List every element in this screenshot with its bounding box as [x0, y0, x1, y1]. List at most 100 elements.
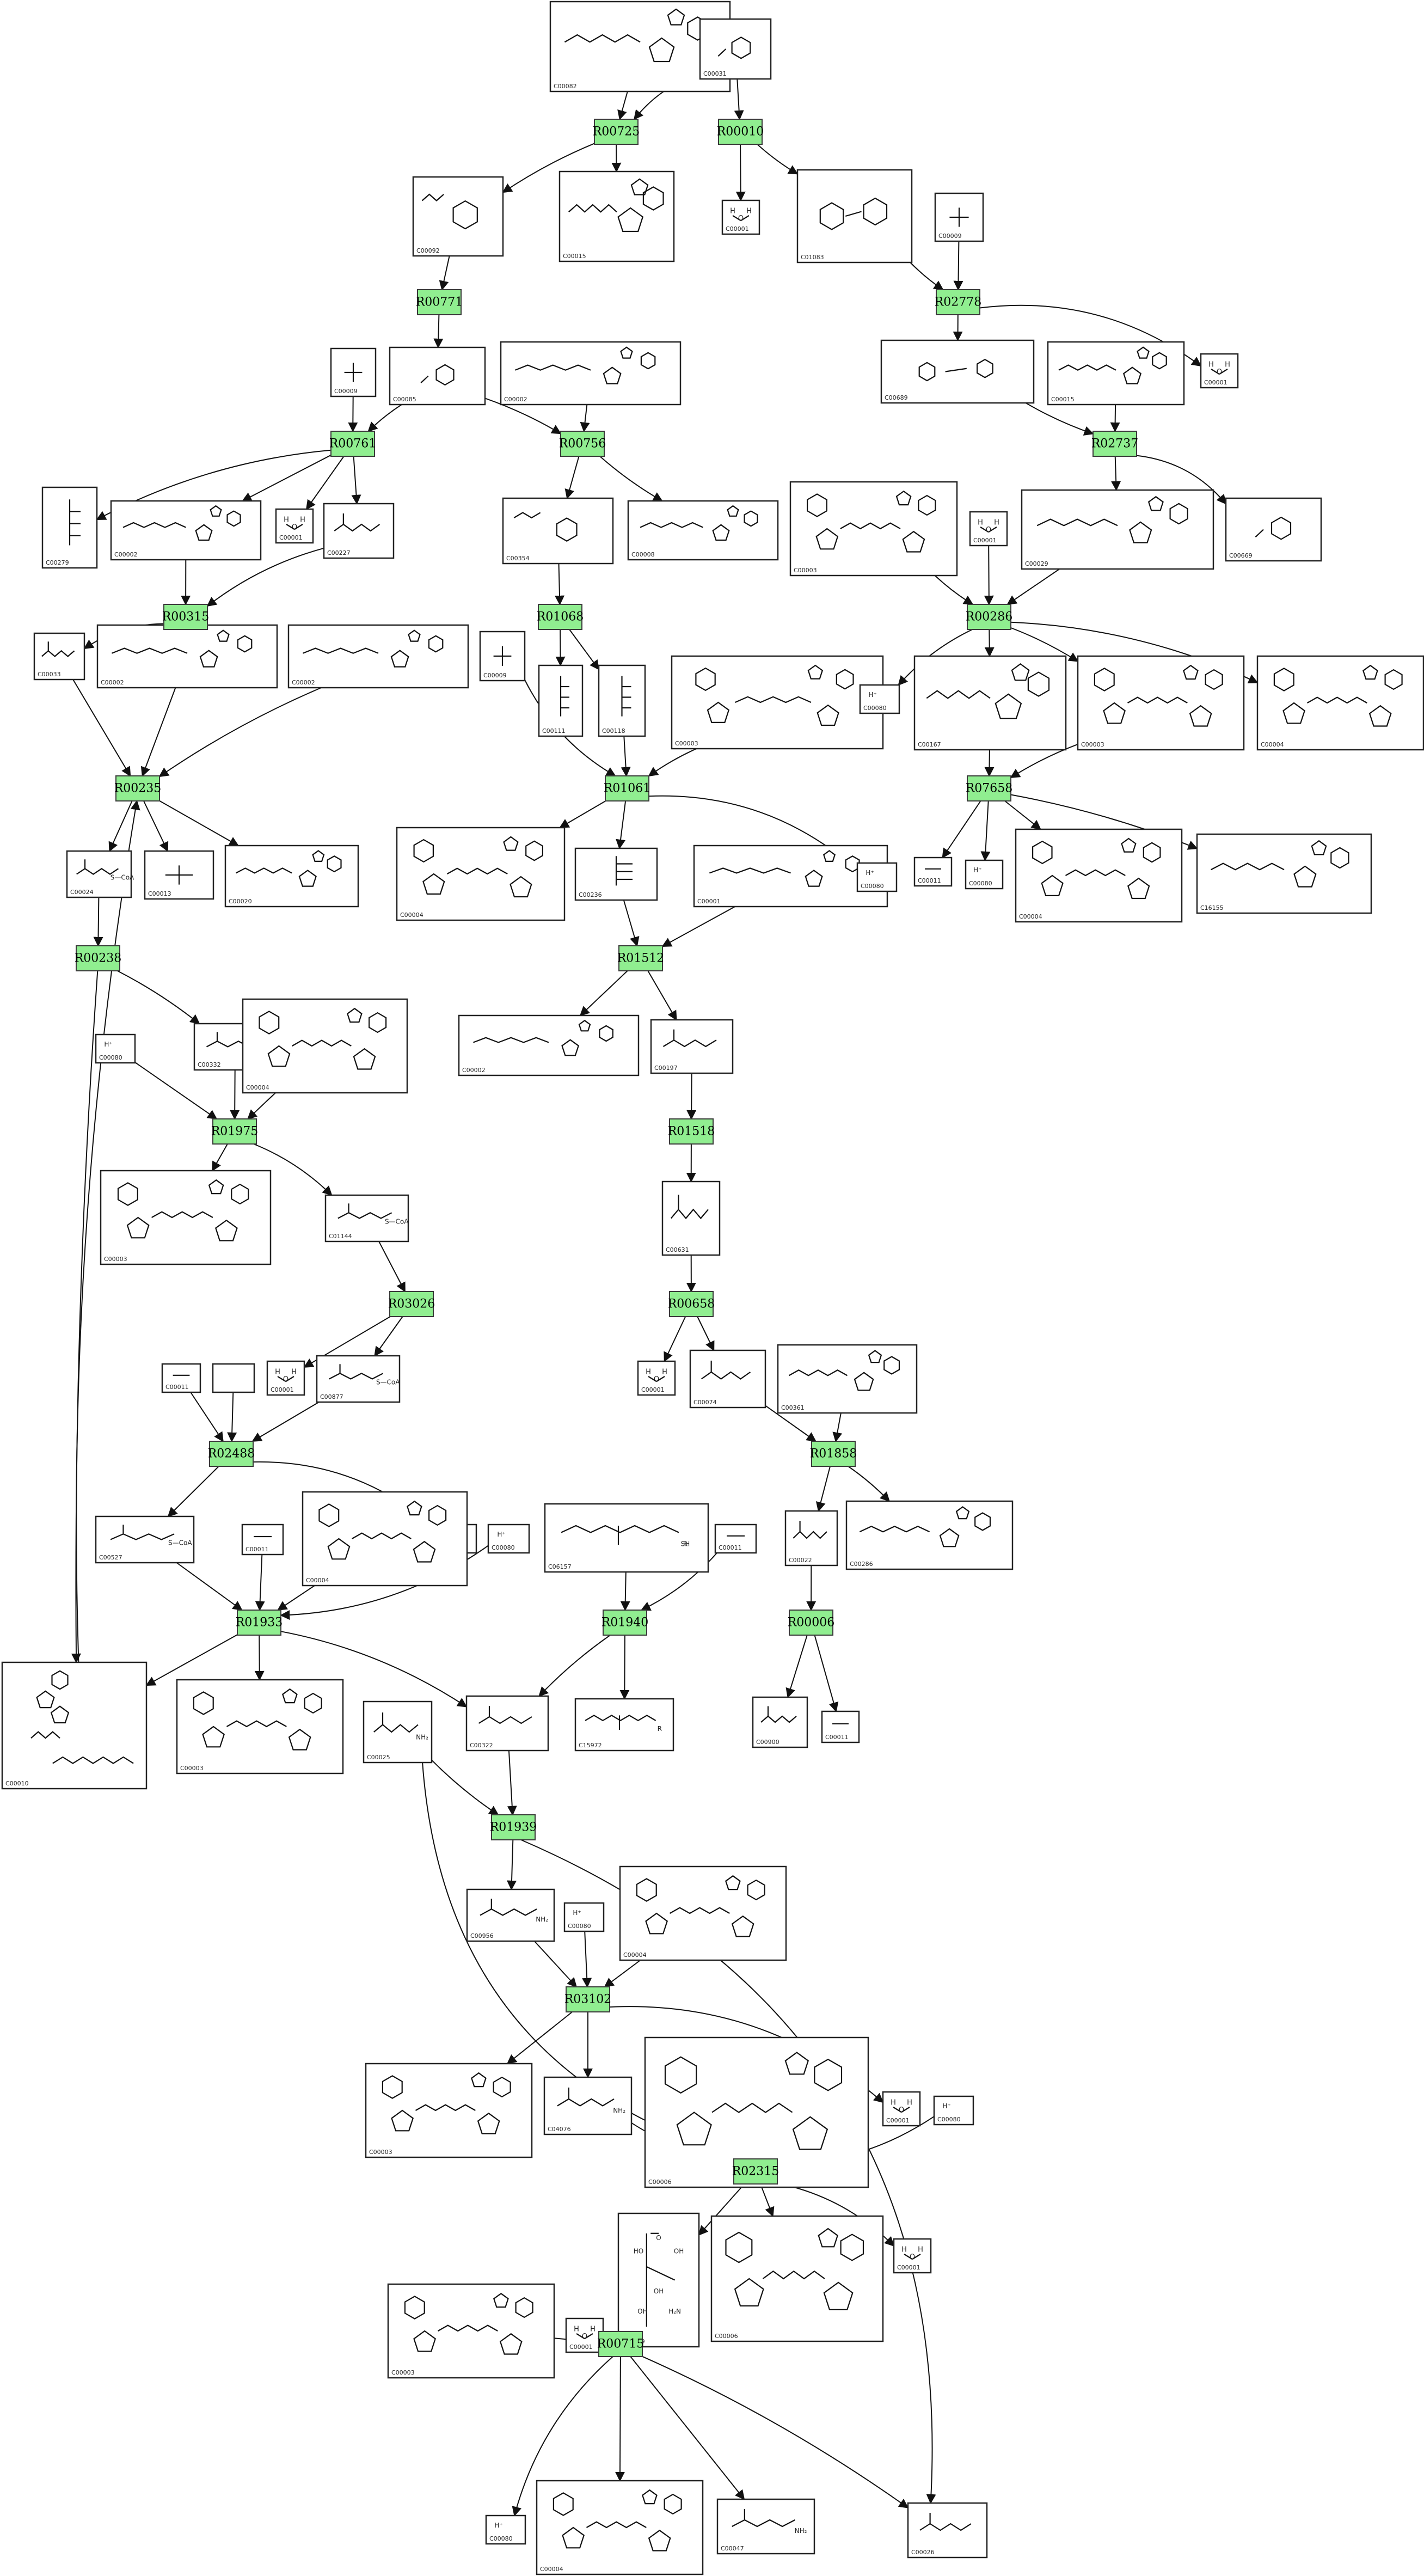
reaction-node-r00715[interactable]: R00715 — [597, 2331, 645, 2357]
compound-node[interactable]: C00003 — [365, 2063, 533, 2158]
compound-node[interactable]: H⁺C00080 — [95, 1033, 136, 1064]
compound-node[interactable]: C00011 — [913, 856, 953, 887]
compound-node[interactable]: C00111 — [538, 664, 584, 737]
compound-node[interactable]: C00900 — [752, 1696, 808, 1748]
compound-node[interactable]: C00013 — [144, 850, 214, 900]
compound-node[interactable]: C01083 — [796, 169, 913, 264]
compound-node[interactable]: C00279 — [41, 486, 98, 569]
reaction-node-r03102[interactable]: R03102 — [564, 1986, 612, 2012]
reaction-node-r02315[interactable]: R02315 — [732, 2158, 779, 2185]
reaction-node-r00756[interactable]: R00756 — [559, 431, 606, 457]
compound-node[interactable]: C00002 — [287, 624, 469, 689]
compound-node[interactable]: C00003 — [1077, 655, 1245, 751]
reaction-node-r03026[interactable]: R03026 — [388, 1291, 435, 1317]
compound-node[interactable]: C00167 — [913, 655, 1067, 751]
compound-node[interactable]: H⁺C00080 — [487, 1523, 530, 1554]
reaction-node-r01061[interactable]: R01061 — [604, 775, 651, 801]
reaction-node-r01975[interactable]: R01975 — [211, 1118, 259, 1145]
compound-node[interactable]: H⁺C00080 — [485, 2514, 526, 2545]
reaction-node-r01939[interactable]: R01939 — [490, 1814, 537, 1840]
compound-node[interactable]: C00085 — [389, 346, 486, 406]
compound-node[interactable]: H⁺C00080 — [933, 2095, 974, 2126]
compound-node[interactable]: C00361 — [777, 1344, 918, 1414]
compound-node[interactable]: H⁺C00080 — [856, 862, 898, 892]
reaction-node-r00238[interactable]: R00238 — [75, 945, 122, 971]
compound-node[interactable]: C00015 — [558, 170, 675, 262]
compound-node[interactable]: C00197 — [650, 1019, 734, 1074]
reaction-node-r01518[interactable]: R01518 — [668, 1118, 715, 1145]
reaction-node-r01512[interactable]: R01512 — [617, 945, 665, 971]
compound-node[interactable]: C00011 — [161, 1363, 201, 1393]
reaction-node-r01940[interactable]: R01940 — [601, 1610, 649, 1636]
reaction-node-r02778[interactable]: R02778 — [935, 289, 982, 315]
compound-node[interactable]: C00015 — [1047, 341, 1185, 406]
compound-node[interactable]: C00006 — [710, 2215, 884, 2342]
reaction-node-r00761[interactable]: R00761 — [329, 431, 377, 457]
compound-node[interactable]: C00009 — [934, 192, 984, 242]
reaction-node-r00771[interactable]: R00771 — [416, 289, 463, 315]
compound-node[interactable]: C00322 — [465, 1695, 549, 1752]
compound-node[interactable]: C00004 — [619, 1865, 787, 1961]
compound-node[interactable]: C00354 — [502, 497, 614, 565]
reaction-node-r00010[interactable]: R00010 — [717, 119, 764, 145]
compound-node[interactable]: C00011 — [821, 1710, 860, 1743]
compound-node[interactable]: C00009 — [479, 631, 526, 682]
compound-node[interactable]: C00631 — [661, 1180, 721, 1256]
compound-node[interactable]: C00003 — [387, 2283, 555, 2379]
compound-node[interactable]: C00236 — [574, 847, 658, 901]
compound-node[interactable]: C00118 — [598, 664, 646, 737]
compound-node[interactable]: C00022 — [784, 1510, 838, 1567]
compound-node[interactable]: HOOHOHOHH₂NOC00449 — [617, 2212, 700, 2348]
reaction-node-r00658[interactable]: R00658 — [668, 1291, 715, 1317]
compound-node[interactable]: C00092 — [412, 176, 504, 257]
compound-node[interactable]: C00010 — [1, 1661, 148, 1790]
reaction-node-r00286[interactable]: R00286 — [966, 604, 1013, 630]
compound-node[interactable]: C00020 — [224, 845, 359, 908]
compound-node[interactable]: C00008 — [627, 500, 779, 561]
compound-node[interactable]: C00002 — [110, 500, 262, 561]
reaction-node-r00315[interactable]: R00315 — [162, 604, 210, 630]
compound-node[interactable]: C00029 — [1021, 489, 1214, 570]
compound-node[interactable]: C00074 — [689, 1349, 766, 1409]
compound-node[interactable]: H⁺C00080 — [859, 684, 900, 714]
reaction-node-r00006[interactable]: R00006 — [788, 1610, 835, 1636]
compound-node[interactable]: C00003 — [176, 1679, 344, 1775]
compound-node[interactable]: C00002 — [500, 341, 682, 406]
reaction-node-r02737[interactable]: R02737 — [1091, 431, 1139, 457]
compound-node[interactable]: C00003 — [100, 1170, 272, 1265]
compound-node[interactable]: C00004 — [536, 2480, 704, 2575]
compound-node[interactable]: C00033 — [33, 632, 85, 681]
compound-node[interactable]: C16155 — [1196, 833, 1372, 914]
reaction-node-r07658[interactable]: R07658 — [966, 775, 1013, 801]
reaction-node-r00235[interactable]: R00235 — [114, 775, 162, 801]
compound-node[interactable] — [212, 1363, 255, 1393]
compound-node[interactable]: C00227 — [323, 503, 395, 559]
compound-node[interactable]: C00004 — [1256, 655, 1424, 751]
reaction-node-r01068[interactable]: R01068 — [537, 604, 584, 630]
compound-node[interactable]: C00004 — [1015, 828, 1183, 923]
compound-node[interactable]: C00286 — [845, 1500, 1014, 1570]
compound-node[interactable]: C00003 — [671, 655, 884, 750]
compound-node[interactable]: C00031 — [699, 18, 772, 80]
compound-node[interactable]: C00026 — [907, 2502, 988, 2559]
compound-node[interactable]: C00004 — [242, 998, 408, 1094]
compound-node[interactable]: C00002 — [458, 1014, 640, 1076]
compound-node[interactable]: H⁺C00080 — [563, 1902, 605, 1932]
